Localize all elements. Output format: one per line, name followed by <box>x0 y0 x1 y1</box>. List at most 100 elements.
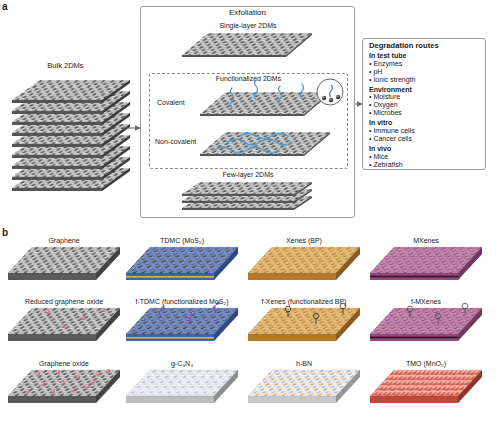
list-box: Degradation routesIn test tube• Enzymes•… <box>362 38 486 170</box>
tdmc-slab <box>126 276 214 278</box>
graphene-oxide-slab <box>36 372 40 376</box>
mxene-slab <box>370 276 458 278</box>
functionalized-tdmc-slab <box>126 302 238 342</box>
boron-nitride-slab <box>248 370 360 403</box>
tdmc-slab <box>126 247 238 280</box>
part-label: Graphene <box>48 237 79 245</box>
boron-nitride-slab <box>248 370 360 403</box>
graphene-oxide-slab <box>26 389 30 393</box>
noncovalent-sheet <box>228 139 292 145</box>
node-text: Environment <box>369 86 479 94</box>
metal-oxide-slab <box>370 370 482 403</box>
part-label: f-MXenes <box>411 298 441 306</box>
graphene-oxide-slab <box>56 370 60 374</box>
mxene-slab <box>370 247 482 280</box>
covalent-sheet <box>200 92 330 116</box>
process-box: ExfoliationFunctionalized 2DMs <box>140 6 355 218</box>
part-label: g-C₃N₄ <box>171 360 193 368</box>
part-label: Single-layer 2DMs <box>219 22 276 30</box>
panel-letter: a <box>2 1 8 12</box>
node-text: In test tube <box>369 52 479 60</box>
part-label: TDMC (MoS₂) <box>160 237 204 245</box>
few-layer-stack <box>182 182 312 196</box>
node-text: • Oxygen <box>369 101 479 109</box>
noncovalent-sheet <box>215 134 292 154</box>
bulk-stack <box>12 113 130 136</box>
noncovalent-sheet <box>200 132 330 156</box>
bulk-stack <box>12 80 130 103</box>
part-label: Few-layer 2DMs <box>223 171 274 179</box>
few-layer-stack <box>182 182 312 210</box>
part-label: Graphene oxide <box>39 360 89 368</box>
part-label: h-BN <box>296 360 312 368</box>
noncovalent-sheet <box>215 147 279 153</box>
graphene-slab <box>8 247 120 280</box>
graphene-oxide-slab <box>76 375 80 379</box>
few-layer-stack <box>182 196 312 210</box>
part-label: Non-covalent <box>155 138 196 146</box>
graphene-oxide-slab <box>8 369 120 403</box>
panel-letter: b <box>2 227 8 238</box>
xene-slab <box>248 247 360 280</box>
covalent-sheet <box>279 86 282 106</box>
node-heading: Functionalized 2DMs <box>150 75 347 83</box>
functionalized-mxene-slab <box>407 303 468 324</box>
single-layer-sheet <box>182 33 312 57</box>
bulk-stack <box>12 146 130 169</box>
graphene-oxide-slab <box>106 369 110 373</box>
functionalized-tdmc-slab <box>159 303 218 324</box>
functionalized-xene-slab <box>248 308 360 341</box>
node-heading: Exfoliation <box>141 9 354 17</box>
covalent-sheet <box>305 98 319 99</box>
node-heading: Degradation routes <box>369 42 479 50</box>
reduced-graphene-oxide-slab <box>8 308 120 341</box>
bulk-stack <box>12 168 130 191</box>
flow-arrow <box>355 104 362 105</box>
covalent-sheet <box>336 95 340 99</box>
graphene-oxide-slab <box>51 389 55 393</box>
graphene-oxide-slab <box>8 370 120 403</box>
flow-arrow <box>123 128 140 129</box>
covalent-sheet <box>329 98 333 102</box>
functionalized-tdmc-slab <box>192 312 195 315</box>
functionalized-xene-slab <box>248 303 360 341</box>
functionalized-tdmc-slab <box>126 308 238 341</box>
graphene-oxide-slab <box>91 380 95 384</box>
node-text: • Immune cells <box>369 127 479 135</box>
bulk-stack <box>12 80 130 191</box>
tdmc-slab <box>126 247 238 280</box>
part-label: f-TDMC (functionalized MoS₂) <box>136 298 229 306</box>
part-label: f-Xenes (functionalized BP) <box>262 298 347 306</box>
functionalized-mxene-slab <box>370 303 482 341</box>
xene-slab <box>248 247 360 280</box>
functionalized-tdmc-slab <box>158 310 161 313</box>
part-label: Covalent <box>157 99 185 107</box>
graphene-oxide-slab <box>71 388 75 392</box>
node-text: • Moisture <box>369 93 479 101</box>
reduced-graphene-oxide-slab <box>8 308 120 341</box>
graphene-slab <box>8 247 120 280</box>
covalent-sheet <box>231 88 234 108</box>
functionalized-tdmc-slab <box>213 306 216 309</box>
few-layer-stack <box>182 189 312 203</box>
covalent-sheet <box>231 80 304 108</box>
single-layer-sheet <box>182 33 312 57</box>
node-text: • Mice <box>369 153 479 161</box>
covalent-sheet <box>301 84 304 98</box>
graphene-oxide-slab <box>96 372 100 376</box>
node-text: In vivo <box>369 145 479 153</box>
part-label: MXenes <box>413 237 439 245</box>
node-text: • Cancer cells <box>369 135 479 143</box>
noncovalent-sheet <box>240 134 288 139</box>
metal-oxide-slab <box>370 370 482 403</box>
reduced-graphene-oxide-slab <box>81 316 85 320</box>
carbon-nitride-slab <box>126 370 238 403</box>
part-label: Reduced graphene oxide <box>25 298 103 306</box>
functionalized-tdmc-slab <box>162 306 165 309</box>
covalent-sheet <box>330 85 333 97</box>
part-label: TMO (MnO₂) <box>406 360 446 368</box>
node-text: • Microbes <box>369 109 479 117</box>
covalent-sheet <box>255 80 258 100</box>
bulk-stack <box>12 157 130 180</box>
